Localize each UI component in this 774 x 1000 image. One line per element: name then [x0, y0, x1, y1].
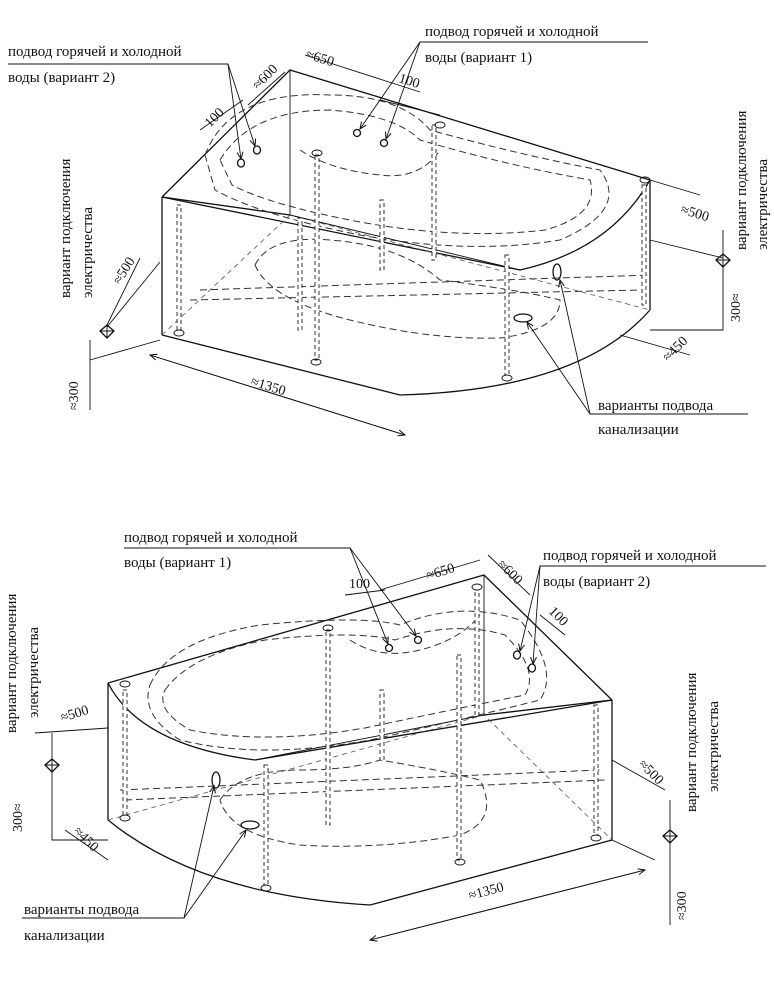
- top-water-fittings: [236, 128, 389, 168]
- bottom-water-v2-label-line1: подвод горячей и холодной: [543, 548, 717, 564]
- bottom-electric-box-right: [662, 829, 678, 844]
- top-bath-body: [161, 69, 651, 396]
- bottom-water-v1-label-line1: подвод горячей и холодной: [124, 530, 298, 546]
- bottom-water-fittings: [384, 635, 537, 673]
- top-view-diagram: подвод горячей и холодной воды (вариант …: [8, 24, 771, 438]
- top-dim-500-right: ≈500: [679, 202, 711, 225]
- bottom-dimension-lines: [22, 547, 766, 940]
- bottom-drain-label-line2: канализации: [24, 928, 105, 944]
- bottom-bath-legs: [119, 583, 602, 892]
- top-dim-300-left: ≈300: [67, 381, 82, 410]
- bottom-electric-label-left-line1: вариант подключения: [4, 594, 20, 733]
- top-dim-100-right: 100: [397, 71, 421, 91]
- top-tub-shape: [189, 94, 651, 339]
- bottom-dim-650: ≈650: [425, 561, 457, 584]
- top-dim-650: ≈650: [304, 47, 336, 70]
- top-drain-label-line1: варианты подвода: [598, 398, 714, 414]
- top-bath-legs: [173, 121, 651, 382]
- bottom-drain-label-line1: варианты подвода: [24, 902, 140, 918]
- top-water-v2-label-line1: подвод горячей и холодной: [8, 44, 182, 60]
- bottom-dim-300-right: ≈300: [675, 891, 690, 920]
- top-electric-label-left-line2: электричества: [80, 207, 96, 298]
- top-electric-label-right-line2: электричества: [755, 159, 771, 250]
- top-dim-300-right: 300≈: [729, 293, 744, 322]
- top-dim-450: ≈450: [660, 334, 691, 365]
- bottom-dim-300-left: 300≈: [11, 803, 26, 832]
- top-drain-fittings: [513, 263, 562, 323]
- bottom-dim-500-left: ≈500: [59, 703, 91, 726]
- bottom-dim-100-right: 100: [545, 604, 570, 629]
- bottom-water-v2-label-line2: воды (вариант 2): [543, 574, 650, 590]
- top-dim-500-left: ≈500: [111, 255, 139, 287]
- bottom-dim-500-right: ≈500: [635, 757, 666, 788]
- top-electric-label-left-line1: вариант подключения: [58, 159, 74, 298]
- bottom-dim-600: ≈600: [494, 557, 525, 588]
- bottom-electric-label-right-line2: электричества: [706, 701, 722, 792]
- top-water-v1-label-line2: воды (вариант 1): [425, 50, 532, 66]
- bottom-bath-body: [107, 574, 613, 906]
- bottom-dim-1350: ≈1350: [467, 880, 505, 904]
- bottom-electric-label-left-line2: электричества: [26, 627, 42, 718]
- top-water-v2-label-line2: воды (вариант 2): [8, 70, 115, 86]
- top-dim-1350: ≈1350: [249, 374, 288, 399]
- bottom-view-diagram: подвод горячей и холодной воды (вариант …: [4, 530, 766, 944]
- bottom-tub-shape: [119, 610, 606, 847]
- top-dim-600: ≈600: [250, 62, 281, 93]
- bottom-dim-100-left: 100: [349, 577, 370, 592]
- bottom-electric-label-right-line1: вариант подключения: [684, 673, 700, 812]
- top-dim-100-left: 100: [202, 105, 227, 130]
- bottom-water-v1-label-line2: воды (вариант 1): [124, 555, 231, 571]
- top-dimension-lines: [8, 41, 748, 435]
- top-drain-label-line2: канализации: [598, 422, 679, 438]
- bottom-drain-fittings: [211, 771, 260, 830]
- top-water-v1-label-line1: подвод горячей и холодной: [425, 24, 599, 40]
- top-electric-label-right-line1: вариант подключения: [734, 111, 750, 250]
